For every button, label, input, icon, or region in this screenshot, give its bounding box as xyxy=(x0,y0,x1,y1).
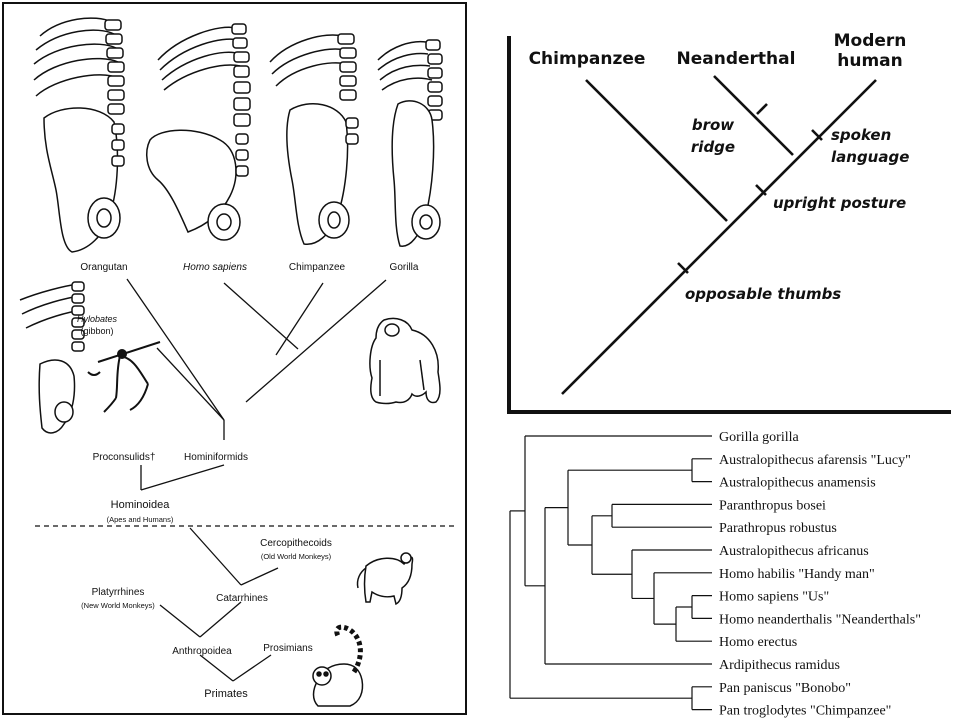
gibbon-figure-icon xyxy=(87,341,161,413)
label-hominoidea-sub: (Apes and Humans) xyxy=(107,515,174,524)
label-cercopithecoids: Cercopithecoids xyxy=(260,538,332,549)
label-chimpanzee-taxon: Chimpanzee xyxy=(529,49,646,69)
hominin-taxon-label: Australopithecus africanus xyxy=(719,544,869,559)
hominin-taxon-label: Paranthropus bosei xyxy=(719,498,826,513)
hominin-taxon-label: Homo habilis "Handy man" xyxy=(719,567,875,582)
label-orangutan: Orangutan xyxy=(80,262,127,273)
label-cercopithecoids-sub: (Old World Monkeys) xyxy=(261,552,332,561)
label-prosimians: Prosimians xyxy=(263,643,312,654)
gorilla-skeleton-icon xyxy=(377,39,443,247)
label-gibbon: (gibbon) xyxy=(80,326,113,336)
label-anthropoidea: Anthropoidea xyxy=(172,646,232,657)
label-neanderthal-taxon: Neanderthal xyxy=(677,49,796,69)
label-chimpanzee-top: Chimpanzee xyxy=(289,262,346,273)
hominin-taxon-label: Australopithecus anamensis xyxy=(719,476,876,491)
label-gorilla-top: Gorilla xyxy=(390,262,419,273)
trait-cladogram-branches xyxy=(561,75,877,395)
trait-spoken-language-line2: language xyxy=(831,148,909,166)
label-proconsulids: Proconsulids† xyxy=(93,452,156,463)
label-platyrrhines: Platyrrhines xyxy=(92,587,145,598)
hominin-taxon-label: Homo sapiens "Us" xyxy=(719,590,829,605)
hominin-taxon-label: Gorilla gorilla xyxy=(719,430,799,445)
hominin-taxon-label: Parathropus robustus xyxy=(719,521,837,536)
trait-upright-posture: upright posture xyxy=(773,194,906,212)
label-modern-human-line2: human xyxy=(837,51,903,71)
trait-opposable-thumbs: opposable thumbs xyxy=(685,285,841,303)
orangutan-skeleton-icon xyxy=(33,17,125,253)
trait-cladogram-panel: Chimpanzee Neanderthal Modern human brow… xyxy=(507,31,951,414)
gibbon-skeleton-icon xyxy=(19,281,85,434)
trait-brow-ridge-line2: ridge xyxy=(691,138,735,156)
primate-tree-branches xyxy=(126,278,387,682)
label-primates: Primates xyxy=(204,688,248,700)
homo-sapiens-skeleton-icon xyxy=(145,23,251,241)
primate-tree-panel: Orangutan Homo sapiens Chimpanzee Gorill… xyxy=(2,2,467,715)
lemur-figure-icon xyxy=(312,624,364,707)
hominin-taxon-label: Homo erectus xyxy=(719,635,797,650)
gorilla-figure-icon xyxy=(369,317,441,405)
hominin-taxon-label: Australopithecus afarensis "Lucy" xyxy=(719,453,911,468)
hominin-taxon-label: Pan paniscus "Bonobo" xyxy=(719,681,851,696)
hominin-taxon-label: Ardipithecus ramidus xyxy=(719,658,840,673)
monkey-figure-icon xyxy=(356,552,414,606)
hominin-taxon-label: Homo neanderthalis "Neanderthals" xyxy=(719,612,921,627)
hominin-tree-branches xyxy=(509,435,712,711)
label-homo-sapiens: Homo sapiens xyxy=(183,262,247,273)
label-modern-human-line1: Modern xyxy=(834,31,907,51)
label-hominiformids: Hominiformids xyxy=(184,452,248,463)
trait-spoken-language-line1: spoken xyxy=(831,126,891,144)
label-catarrhines: Catarrhines xyxy=(216,593,268,604)
hominin-taxon-label: Pan troglodytes "Chimpanzee" xyxy=(719,704,891,719)
label-platyrrhines-sub: (New World Monkeys) xyxy=(81,601,155,610)
label-hominoidea: Hominoidea xyxy=(111,499,171,511)
chimpanzee-skeleton-icon xyxy=(269,33,359,245)
trait-brow-ridge-line1: brow xyxy=(692,116,734,134)
label-hylobates: Hylobates xyxy=(77,314,118,324)
